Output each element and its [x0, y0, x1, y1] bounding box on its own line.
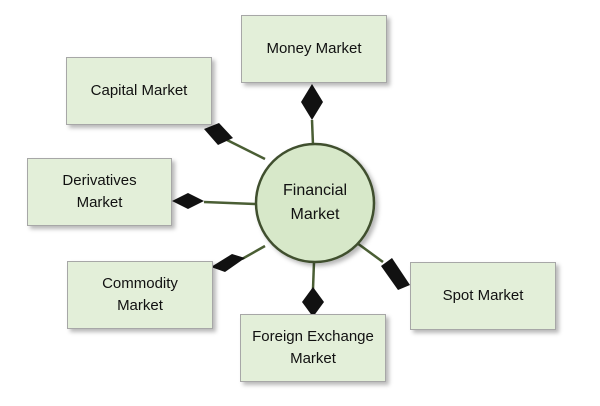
hub-label-line1: Financial — [282, 182, 348, 199]
diamond-capital — [204, 123, 233, 145]
connector-capital — [226, 138, 266, 161]
node-commodity-market-line2: Market — [117, 297, 163, 314]
node-money-market-label: Money Market — [266, 40, 362, 57]
node-derivatives-market-line2: Market — [76, 194, 123, 211]
diamond-forex — [302, 287, 324, 317]
node-commodity-market-line1: Commodity — [102, 275, 178, 292]
connector-spot — [356, 241, 384, 264]
node-foreign-exchange-market-line2: Market — [290, 350, 336, 367]
node-foreign-exchange-market-line1: Foreign Exchange — [252, 328, 374, 345]
connector-forex — [311, 261, 316, 290]
hub-label: Financial Market — [256, 144, 374, 262]
node-derivatives-market: Derivatives Market — [27, 158, 172, 226]
hub-circle — [254, 142, 376, 264]
node-commodity-market: Commodity Market — [67, 261, 213, 329]
node-money-market: Money Market — [241, 15, 387, 83]
node-capital-market: Capital Market — [66, 57, 212, 125]
node-spot-market-label: Spot Market — [442, 287, 524, 304]
node-derivatives-market-line1: Derivatives — [62, 172, 137, 189]
node-capital-market-label: Capital Market — [90, 82, 188, 99]
hub-label-line2: Market — [290, 206, 340, 223]
connector-derivatives — [203, 200, 256, 206]
diamond-derivatives — [172, 193, 204, 209]
node-spot-market: Spot Market — [410, 262, 556, 330]
diamond-commodity — [211, 254, 245, 272]
connector-commodity — [241, 244, 266, 261]
connector-money — [310, 119, 315, 146]
node-foreign-exchange-market: Foreign Exchange Market — [240, 314, 386, 382]
diamond-spot — [381, 258, 410, 290]
diamond-money — [301, 84, 323, 120]
